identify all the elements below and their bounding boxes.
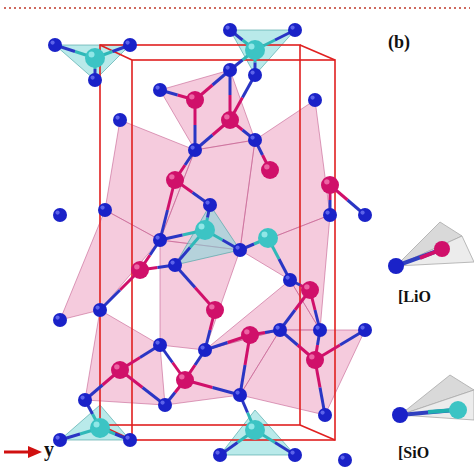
polyhedra [55, 30, 365, 455]
sio4-polyhedron [392, 375, 474, 423]
axis-arrow [4, 446, 42, 458]
lio4-polyhedron [388, 222, 474, 274]
polyhedron-label: [SiO [398, 444, 429, 462]
panel-label: (b) [388, 32, 410, 53]
axis-label: y [44, 438, 54, 461]
atoms [48, 23, 372, 467]
unit-cell [100, 45, 335, 440]
frame-border [4, 7, 470, 9]
bonds [55, 30, 365, 455]
polyhedron-label: [LiO [398, 288, 431, 306]
